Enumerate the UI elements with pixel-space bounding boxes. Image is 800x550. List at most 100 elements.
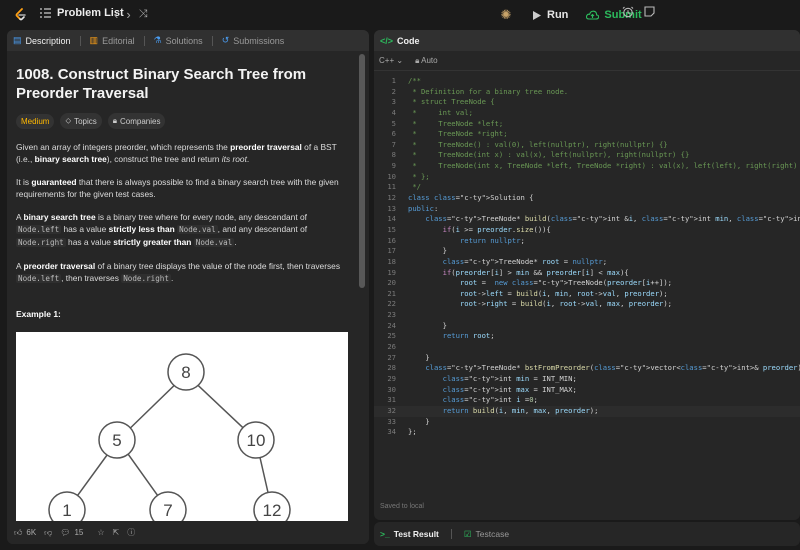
companies-badge[interactable]: 🔒︎ Companies (107, 113, 166, 129)
line-number: 8 (391, 150, 396, 160)
tree-node-label: 10 (247, 431, 266, 450)
code-line[interactable]: 9 * TreeNode(int x, TreeNode *left, Tree… (374, 161, 800, 172)
tab-testcase[interactable]: ☑ Testcase (464, 529, 509, 540)
run-button[interactable]: Run (525, 4, 576, 26)
code-line[interactable]: 32 return build(i, min, max, preorder); (374, 405, 800, 417)
code-line[interactable]: 18 class="c-ty">TreeNode* root = nullptr… (374, 257, 800, 268)
help-button[interactable]: ⓘ (127, 527, 135, 538)
code-line[interactable]: 6 * TreeNode *right; (374, 129, 800, 140)
document-icon: ▤ (13, 35, 22, 45)
prev-problem-icon[interactable]: ‹ (114, 7, 119, 22)
code-line[interactable]: 22 root->right = build(i, root->val, max… (374, 299, 800, 310)
difficulty-badge: Medium (16, 113, 55, 129)
comments-button[interactable]: 💬︎ 15 (60, 528, 83, 537)
tab-description[interactable]: ▤ Description (13, 35, 71, 46)
leetcode-logo-icon[interactable] (14, 8, 28, 22)
code-line[interactable]: 5 * TreeNode *left; (374, 119, 800, 130)
code-line[interactable]: 21 root->left = build(i, min, root->val,… (374, 289, 800, 300)
description-panel: ▤ Description ▥ Editorial ⚗ Solutions ↺ … (7, 30, 369, 544)
code-line[interactable]: 30 class="c-ty">int max = INT_MAX; (374, 385, 800, 396)
code-text: if(preorder[i] > min && preorder[i] < ma… (442, 267, 629, 277)
code-line[interactable]: 8 * TreeNode(int x) : val(x), left(nullp… (374, 150, 800, 161)
code-line[interactable]: 23 (374, 310, 800, 321)
code-line[interactable]: 27 } (374, 353, 800, 364)
shuffle-icon[interactable]: ⤨ (138, 8, 148, 20)
line-number: 30 (387, 384, 396, 394)
code-line[interactable]: 24 } (374, 321, 800, 332)
line-number: 15 (387, 224, 396, 234)
star-icon: ☆ (97, 528, 105, 537)
line-number: 22 (387, 299, 396, 309)
tab-test-result-label: Test Result (393, 529, 439, 539)
share-button[interactable]: ⇱ (113, 528, 120, 537)
code-line[interactable]: 17 } (374, 246, 800, 257)
note-icon[interactable] (644, 6, 655, 17)
language-select[interactable]: C++ ⌄ (379, 56, 403, 65)
top-bar: Problem List ‹ › ⤨ ✺ Run Submit (0, 0, 800, 30)
tab-submissions[interactable]: ↺ Submissions (222, 35, 285, 46)
book-icon: ▥ (89, 35, 99, 45)
code-line[interactable]: 16 return nullptr; (374, 236, 800, 247)
code-line[interactable]: 33 } (374, 417, 800, 428)
flask-icon: ⚗ (153, 35, 162, 45)
comment-icon: 💬︎ (60, 528, 71, 537)
debug-button[interactable]: ✺ (495, 4, 517, 26)
line-number: 9 (391, 161, 396, 171)
code-line[interactable]: 29 class="c-ty">int min = INT_MIN; (374, 374, 800, 385)
code-line[interactable]: 4 * int val; (374, 108, 800, 119)
topics-badge[interactable]: ⬦ Topics (60, 113, 102, 129)
code-line[interactable]: 25 return root; (374, 331, 800, 342)
auto-mode-toggle[interactable]: 🔒︎ Auto (415, 56, 438, 66)
inline-code: Node.left (16, 274, 62, 283)
code-line[interactable]: 7 * TreeNode() : val(0), left(nullptr), … (374, 140, 800, 151)
tab-solutions[interactable]: ⚗ Solutions (154, 35, 203, 46)
companies-label: Companies (120, 116, 161, 126)
code-line[interactable]: 2 * Definition for a binary tree node. (374, 87, 800, 98)
code-line[interactable]: 34}; (374, 427, 800, 438)
tree-node-label: 7 (163, 501, 172, 520)
text-span: ), construct the tree and return (106, 154, 222, 164)
bold-text: preorder traversal (230, 142, 302, 152)
saved-status: Saved to local (380, 503, 424, 510)
problem-list-button[interactable]: Problem List (40, 7, 124, 19)
dislike-button[interactable]: 👎︎ (44, 528, 52, 538)
code-line[interactable]: 15 if(i >= preorder.size()){ (374, 225, 800, 236)
favorite-button[interactable]: ☆ (97, 528, 104, 537)
run-label: Run (547, 9, 569, 21)
next-problem-icon[interactable]: › (126, 7, 131, 22)
text-span: Given an array of integers preorder, whi… (16, 142, 231, 152)
tree-node (237, 421, 275, 459)
checkbox-icon: ☑ (463, 528, 472, 539)
tab-divider (143, 35, 145, 46)
inline-code: Node.left (16, 225, 62, 234)
code-text: } (408, 320, 447, 330)
code-line[interactable]: 1/** (374, 76, 800, 87)
code-text: * struct TreeNode { (408, 97, 495, 107)
text-span: , and any descendant of (217, 224, 308, 234)
line-number: 32 (387, 405, 396, 415)
code-line[interactable]: 11 */ (374, 182, 800, 193)
line-number: 5 (391, 118, 396, 128)
code-line[interactable]: 20 root = new class="c-ty">TreeNode(preo… (374, 278, 800, 289)
tab-editorial[interactable]: ▥ Editorial (90, 35, 135, 46)
code-line[interactable]: 31 class="c-ty">int i =0; (374, 395, 800, 406)
code-line[interactable]: 14 class="c-ty">TreeNode* build(class="c… (374, 214, 800, 225)
like-button[interactable]: 👍︎ 6K (14, 528, 36, 538)
bold-text: strictly greater than (113, 237, 192, 247)
code-editor[interactable]: 1/**2 * Definition for a binary tree nod… (374, 76, 800, 476)
code-header: </> Code (374, 30, 800, 51)
code-line[interactable]: 26 (374, 342, 800, 353)
text-span: that there is always possible to find a … (16, 177, 339, 199)
description-scrollbar[interactable] (359, 54, 365, 288)
tab-test-result[interactable]: >_ Test Result (380, 529, 439, 539)
desc-paragraph-1: Given an array of integers preorder, whi… (16, 141, 350, 165)
alarm-clock-icon[interactable] (622, 6, 634, 18)
code-line[interactable]: 3 * struct TreeNode { (374, 97, 800, 108)
play-icon (533, 10, 541, 20)
code-line[interactable]: 10 * }; (374, 172, 800, 183)
code-line[interactable]: 28 class="c-ty">TreeNode* bstFromPreorde… (374, 363, 800, 374)
inline-code: Node.right (121, 274, 171, 283)
code-line[interactable]: 19 if(preorder[i] > min && preorder[i] <… (374, 268, 800, 279)
